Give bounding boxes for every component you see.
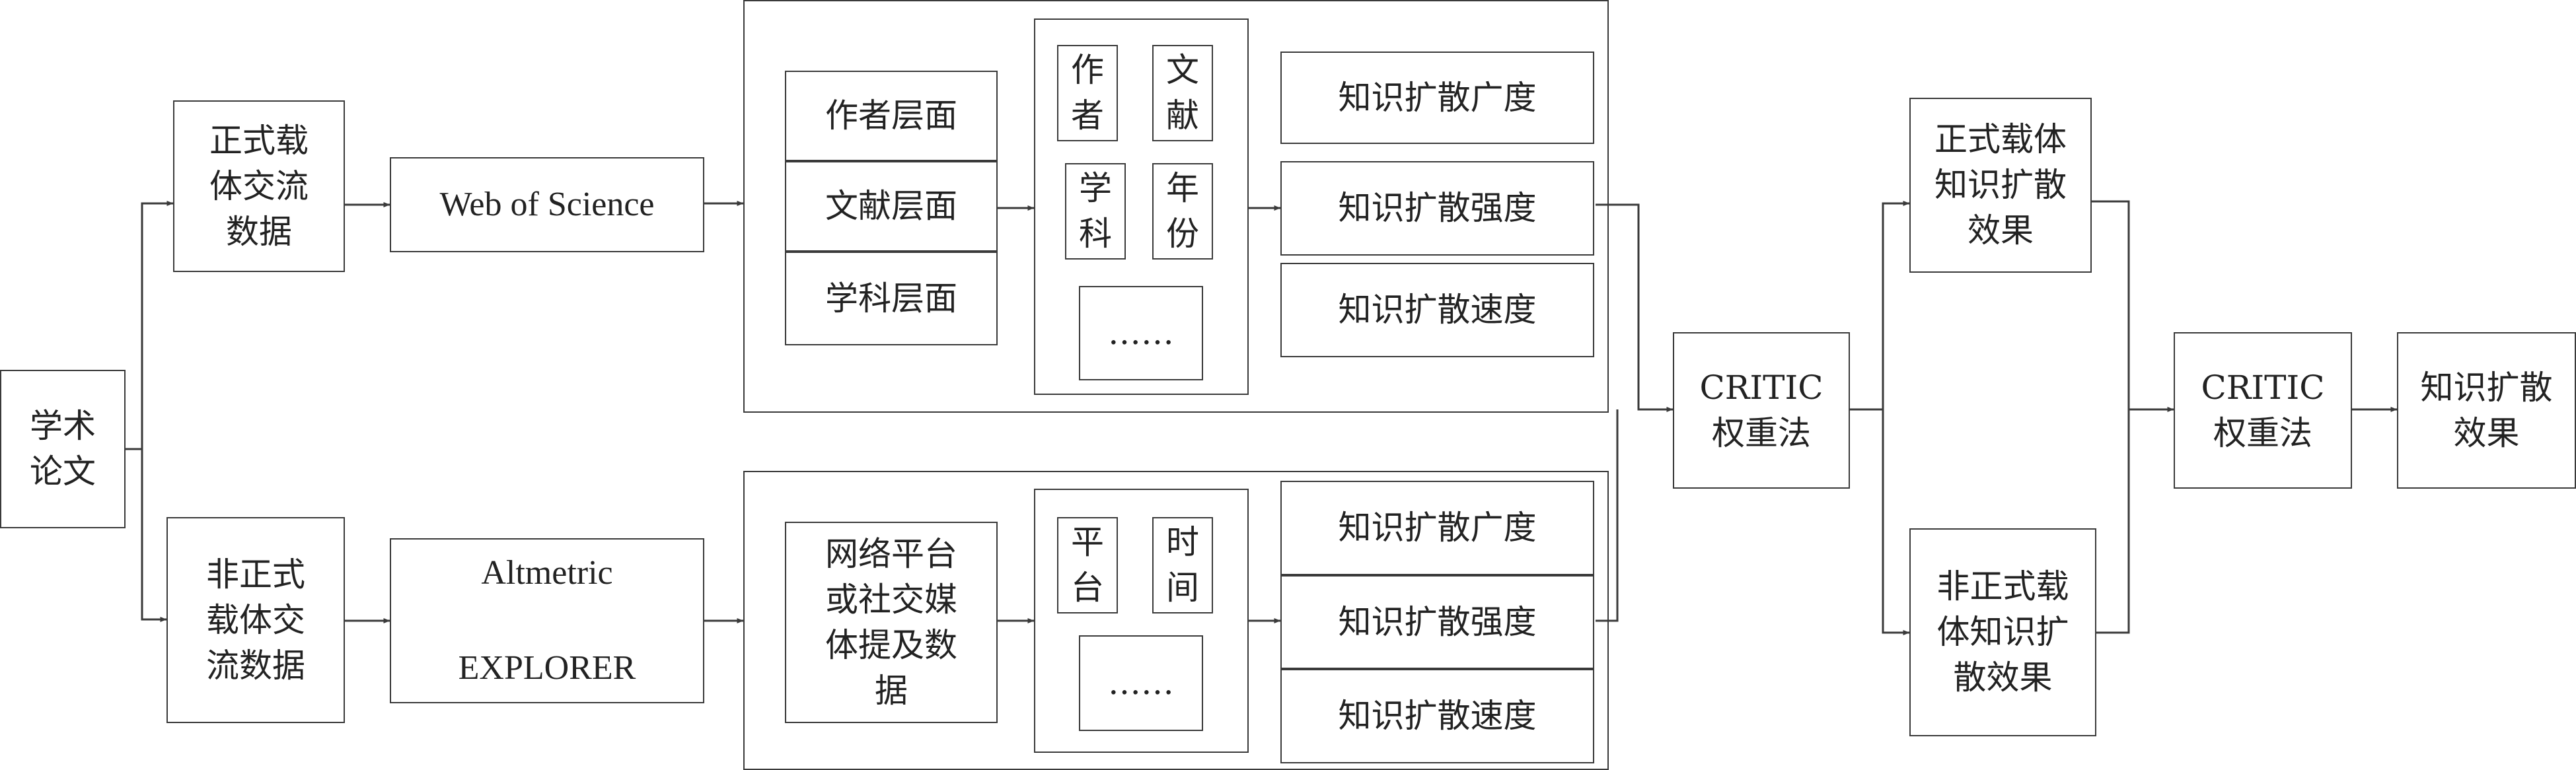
informal-effect-label: 非正式载 体知识扩 散效果 [1936, 567, 2069, 697]
formal-data-label: 正式载 体交流 数据 [209, 121, 309, 251]
informal-dim-more-label: …… [1108, 664, 1174, 702]
arrow-formal-panel-to-critic [1596, 203, 1674, 412]
altmetric-database-box: Altmetric EXPLORER [390, 538, 704, 703]
wos-database-label: Web of Science [439, 186, 655, 224]
arrow-paper-to-informal-data [141, 449, 167, 622]
formal-indicator-speed-label: 知识扩散速度 [1338, 291, 1537, 329]
formal-data-box: 正式载 体交流 数据 [173, 100, 345, 272]
arrow-informal-result-to-critic2 [2096, 409, 2130, 634]
formal-analysis-panel [743, 0, 1609, 413]
informal-dim-platform: 平 台 [1057, 517, 1118, 613]
formal-dim-discipline: 学 科 [1065, 163, 1126, 260]
informal-dim-more: …… [1079, 635, 1203, 731]
formal-effect-box: 正式载体 知识扩散 效果 [1909, 98, 2092, 273]
informal-dimensions-frame [1034, 489, 1249, 753]
formal-dim-author: 作 者 [1057, 45, 1118, 141]
formal-level-author-label: 作者层面 [825, 96, 957, 135]
formal-dim-year: 年 份 [1152, 163, 1213, 260]
arrow-critic-to-formal-result [1882, 201, 1910, 409]
informal-effect-box: 非正式载 体知识扩 散效果 [1909, 528, 2096, 736]
critic-method-2-label: CRITIC 权重法 [2201, 368, 2325, 452]
formal-level-literature-label: 文献层面 [825, 187, 957, 225]
critic-method-2-box: CRITIC 权重法 [2174, 332, 2352, 489]
informal-dim-time-label: 时 间 [1166, 523, 1199, 607]
formal-level-discipline: 学科层面 [785, 252, 998, 345]
informal-indicator-intensity-label: 知识扩散强度 [1338, 602, 1537, 641]
formal-dim-author-label: 作 者 [1071, 51, 1104, 135]
formal-indicator-speed: 知识扩散速度 [1280, 263, 1594, 357]
academic-paper-label: 学术 论文 [30, 407, 96, 491]
formal-effect-label: 正式载体 知识扩散 效果 [1934, 120, 2067, 250]
wos-database-box: Web of Science [390, 157, 704, 252]
formal-dim-discipline-label: 学 科 [1079, 169, 1112, 253]
informal-indicator-intensity: 知识扩散强度 [1280, 575, 1594, 669]
formal-dimensions-frame [1034, 18, 1249, 395]
informal-data-box: 非正式 载体交 流数据 [166, 517, 345, 723]
altmetric-database-label: Altmetric EXPLORER [458, 554, 636, 687]
formal-indicator-breadth-label: 知识扩散广度 [1338, 78, 1537, 117]
formal-level-discipline-label: 学科层面 [825, 279, 957, 318]
informal-mentions-box: 网络平台 或社交媒 体提及数 据 [785, 522, 998, 723]
final-effect-box: 知识扩散 效果 [2397, 332, 2576, 489]
formal-level-literature: 文献层面 [785, 161, 998, 252]
informal-indicator-speed-label: 知识扩散速度 [1338, 697, 1537, 735]
formal-indicator-intensity-label: 知识扩散强度 [1338, 189, 1537, 227]
informal-mentions-label: 网络平台 或社交媒 体提及数 据 [825, 534, 957, 710]
arrow-informal-panel-to-critic [1596, 409, 1619, 622]
arrow-paper-to-formal-data [141, 201, 174, 449]
formal-dim-literature-label: 文 献 [1166, 51, 1199, 135]
informal-indicator-speed: 知识扩散速度 [1280, 669, 1594, 763]
formal-dim-more-label: …… [1108, 314, 1174, 352]
formal-dim-more: …… [1079, 286, 1203, 380]
informal-indicator-breadth: 知识扩散广度 [1280, 481, 1594, 575]
formal-dim-literature: 文 献 [1152, 45, 1213, 141]
academic-paper-box: 学术 论文 [0, 370, 126, 528]
informal-data-label: 非正式 载体交 流数据 [206, 555, 305, 685]
arrow-formal-result-to-critic2 [2092, 200, 2174, 412]
formal-level-author: 作者层面 [785, 71, 998, 161]
informal-dim-time: 时 间 [1152, 517, 1213, 613]
formal-dim-year-label: 年 份 [1166, 169, 1199, 253]
informal-analysis-panel [743, 471, 1609, 770]
final-effect-label: 知识扩散 效果 [2420, 368, 2553, 452]
arrow-critic-to-informal-result [1882, 409, 1910, 635]
informal-dim-platform-label: 平 台 [1071, 523, 1104, 607]
informal-indicator-breadth-label: 知识扩散广度 [1338, 508, 1537, 547]
formal-indicator-breadth: 知识扩散广度 [1280, 52, 1594, 144]
critic-method-box: CRITIC 权重法 [1673, 332, 1850, 489]
critic-method-label: CRITIC 权重法 [1699, 368, 1823, 452]
formal-indicator-intensity: 知识扩散强度 [1280, 161, 1594, 256]
